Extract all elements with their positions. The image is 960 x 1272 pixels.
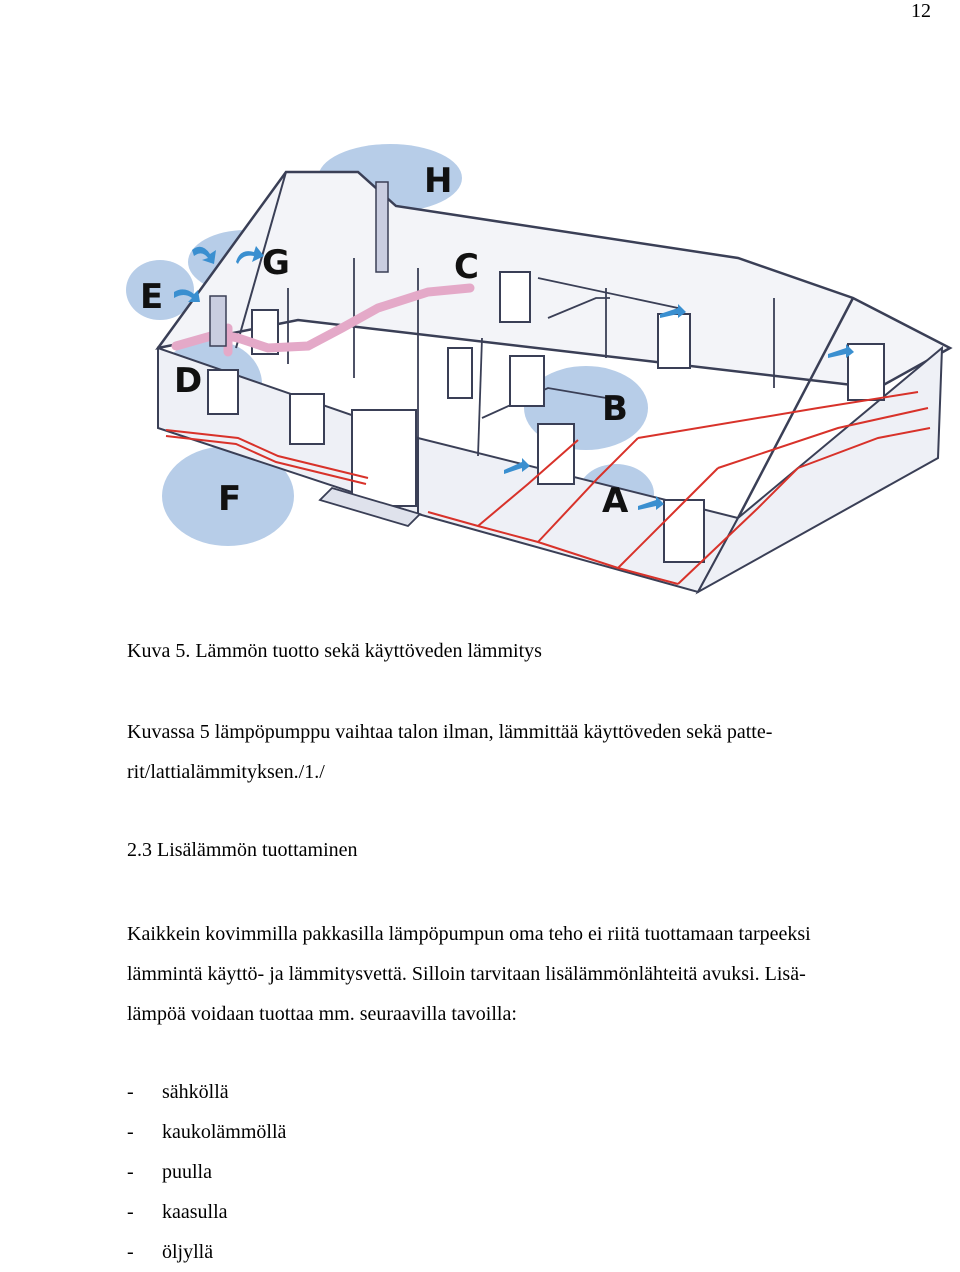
- list-item: - kaasulla: [127, 1192, 286, 1232]
- paragraph-heat-pump: Kuvassa 5 lämpöpumppu vaihtaa talon ilma…: [127, 712, 937, 792]
- label-d: D: [174, 361, 202, 401]
- list-dash: -: [127, 1121, 134, 1143]
- vent-pipe-g: [209, 295, 227, 347]
- list-dash: -: [127, 1201, 134, 1223]
- list-item-text: puulla: [162, 1161, 212, 1183]
- page-number: 12: [911, 0, 931, 22]
- label-h: H: [424, 161, 452, 201]
- list-dash: -: [127, 1161, 134, 1183]
- front-door: [351, 409, 417, 507]
- label-g: G: [262, 243, 290, 283]
- list-dash: -: [127, 1241, 134, 1263]
- paragraph-line: rit/lattialämmityksen./1./: [127, 761, 325, 783]
- label-c: C: [454, 247, 479, 287]
- paragraph-line: Kuvassa 5 lämpöpumppu vaihtaa talon ilma…: [127, 721, 773, 743]
- list-item-text: sähköllä: [162, 1081, 229, 1103]
- list-item: - kaukolämmöllä: [127, 1112, 286, 1152]
- label-a: A: [602, 481, 629, 521]
- list-item-text: öljyllä: [162, 1241, 214, 1263]
- list-item: - sähköllä: [127, 1072, 286, 1112]
- paragraph-extra-heat: Kaikkein kovimmilla pakkasilla lämpöpump…: [127, 914, 937, 1034]
- label-b: B: [602, 389, 628, 429]
- callout-e-circle: [126, 260, 194, 320]
- callout-f-circle: [162, 446, 294, 546]
- list-item: - puulla: [127, 1152, 286, 1192]
- list-item-text: kaukolämmöllä: [162, 1121, 287, 1143]
- paragraph-line: lämmintä käyttö- ja lämmitysvettä. Sillo…: [127, 963, 806, 985]
- roof: [155, 170, 953, 390]
- heat-pump-house-illustration: H G E C D F B A: [118, 138, 960, 628]
- paragraph-line: lämpöä voidaan tuottaa mm. seuraavilla t…: [127, 1003, 517, 1025]
- paragraph-line: Kaikkein kovimmilla pakkasilla lämpöpump…: [127, 923, 811, 945]
- air-flow-arrows: [174, 246, 854, 510]
- section-heading: 2.3 Lisälämmön tuottaminen: [127, 839, 358, 861]
- list-dash: -: [127, 1081, 134, 1103]
- chimney-h: [375, 181, 389, 273]
- label-e: E: [140, 277, 163, 317]
- front-steps: [318, 486, 422, 528]
- heat-source-list: - sähköllä - kaukolämmöllä - puulla - ka…: [127, 1072, 286, 1272]
- label-f: F: [218, 479, 241, 519]
- right-wall: [695, 345, 944, 595]
- figure-caption: Kuva 5. Lämmön tuotto sekä käyttöveden l…: [127, 640, 542, 662]
- list-item-text: kaasulla: [162, 1201, 228, 1223]
- list-item: - öljyllä: [127, 1232, 286, 1272]
- floor-heating-loops: [165, 391, 931, 585]
